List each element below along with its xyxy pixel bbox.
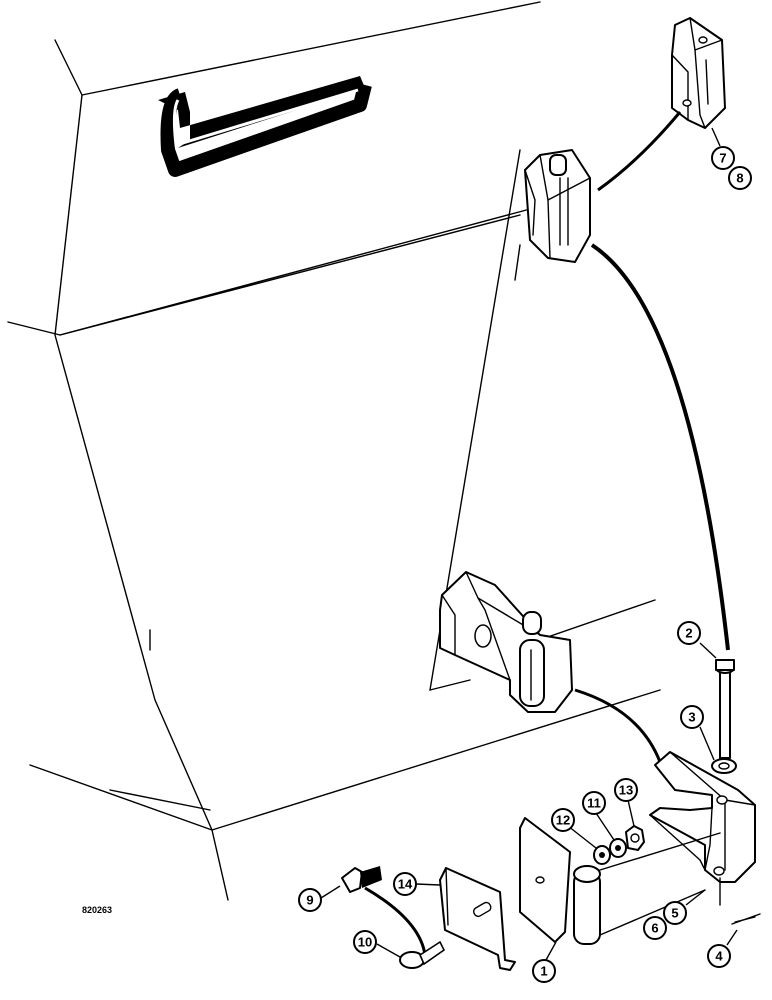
svg-text:3: 3 <box>688 710 695 725</box>
callout-1: 1 <box>532 941 557 983</box>
callout-11: 11 <box>582 791 615 841</box>
callout-3: 3 <box>680 705 715 761</box>
machine-body <box>7 1 661 901</box>
svg-text:4: 4 <box>715 949 723 964</box>
washer-11 <box>609 838 627 858</box>
upper-hinge-bracket <box>671 17 726 129</box>
svg-text:6: 6 <box>651 921 658 936</box>
svg-text:14: 14 <box>398 877 413 892</box>
svg-text:13: 13 <box>619 783 633 798</box>
leader-2 <box>590 243 730 651</box>
svg-text:5: 5 <box>671 906 678 921</box>
callout-10: 10 <box>353 930 401 958</box>
upper-door-hinge <box>524 149 591 263</box>
callout-5: 5 <box>663 889 706 925</box>
hinge-bracket-5-6 <box>649 751 756 883</box>
callout-13: 13 <box>614 778 638 827</box>
svg-text:9: 9 <box>306 893 313 908</box>
svg-text:12: 12 <box>556 813 570 828</box>
svg-text:11: 11 <box>587 796 601 811</box>
cotter-pin-4 <box>719 877 761 925</box>
lower-door-hinge <box>439 571 573 713</box>
callout-9: 9 <box>298 885 341 912</box>
svg-text:2: 2 <box>685 626 692 641</box>
leader-lower-hinge <box>574 688 662 763</box>
leader-10 <box>364 886 427 956</box>
bolt-9 <box>341 866 382 893</box>
svg-text:7: 7 <box>719 151 726 166</box>
washer-3 <box>711 758 737 774</box>
leader-7-8 <box>597 111 682 192</box>
callout-7: 7 <box>711 127 735 170</box>
drawing-code: 820263 <box>82 905 112 915</box>
svg-text:8: 8 <box>736 171 743 186</box>
mounting-plate-1 <box>519 817 721 945</box>
svg-text:10: 10 <box>358 935 372 950</box>
hinge-pin-2 <box>715 659 735 759</box>
svg-text:1: 1 <box>540 964 547 979</box>
spacer-plate-14 <box>439 867 516 971</box>
callout-8: 8 <box>728 166 752 190</box>
lock-washer-12 <box>593 845 611 865</box>
callout-14: 14 <box>393 872 441 896</box>
callout-4: 4 <box>707 929 738 968</box>
nut-13 <box>625 825 645 851</box>
callout-12: 12 <box>551 808 597 849</box>
carriage-bolt-10 <box>399 940 446 969</box>
callout-2: 2 <box>677 621 717 659</box>
callout-6: 6 <box>643 916 667 940</box>
